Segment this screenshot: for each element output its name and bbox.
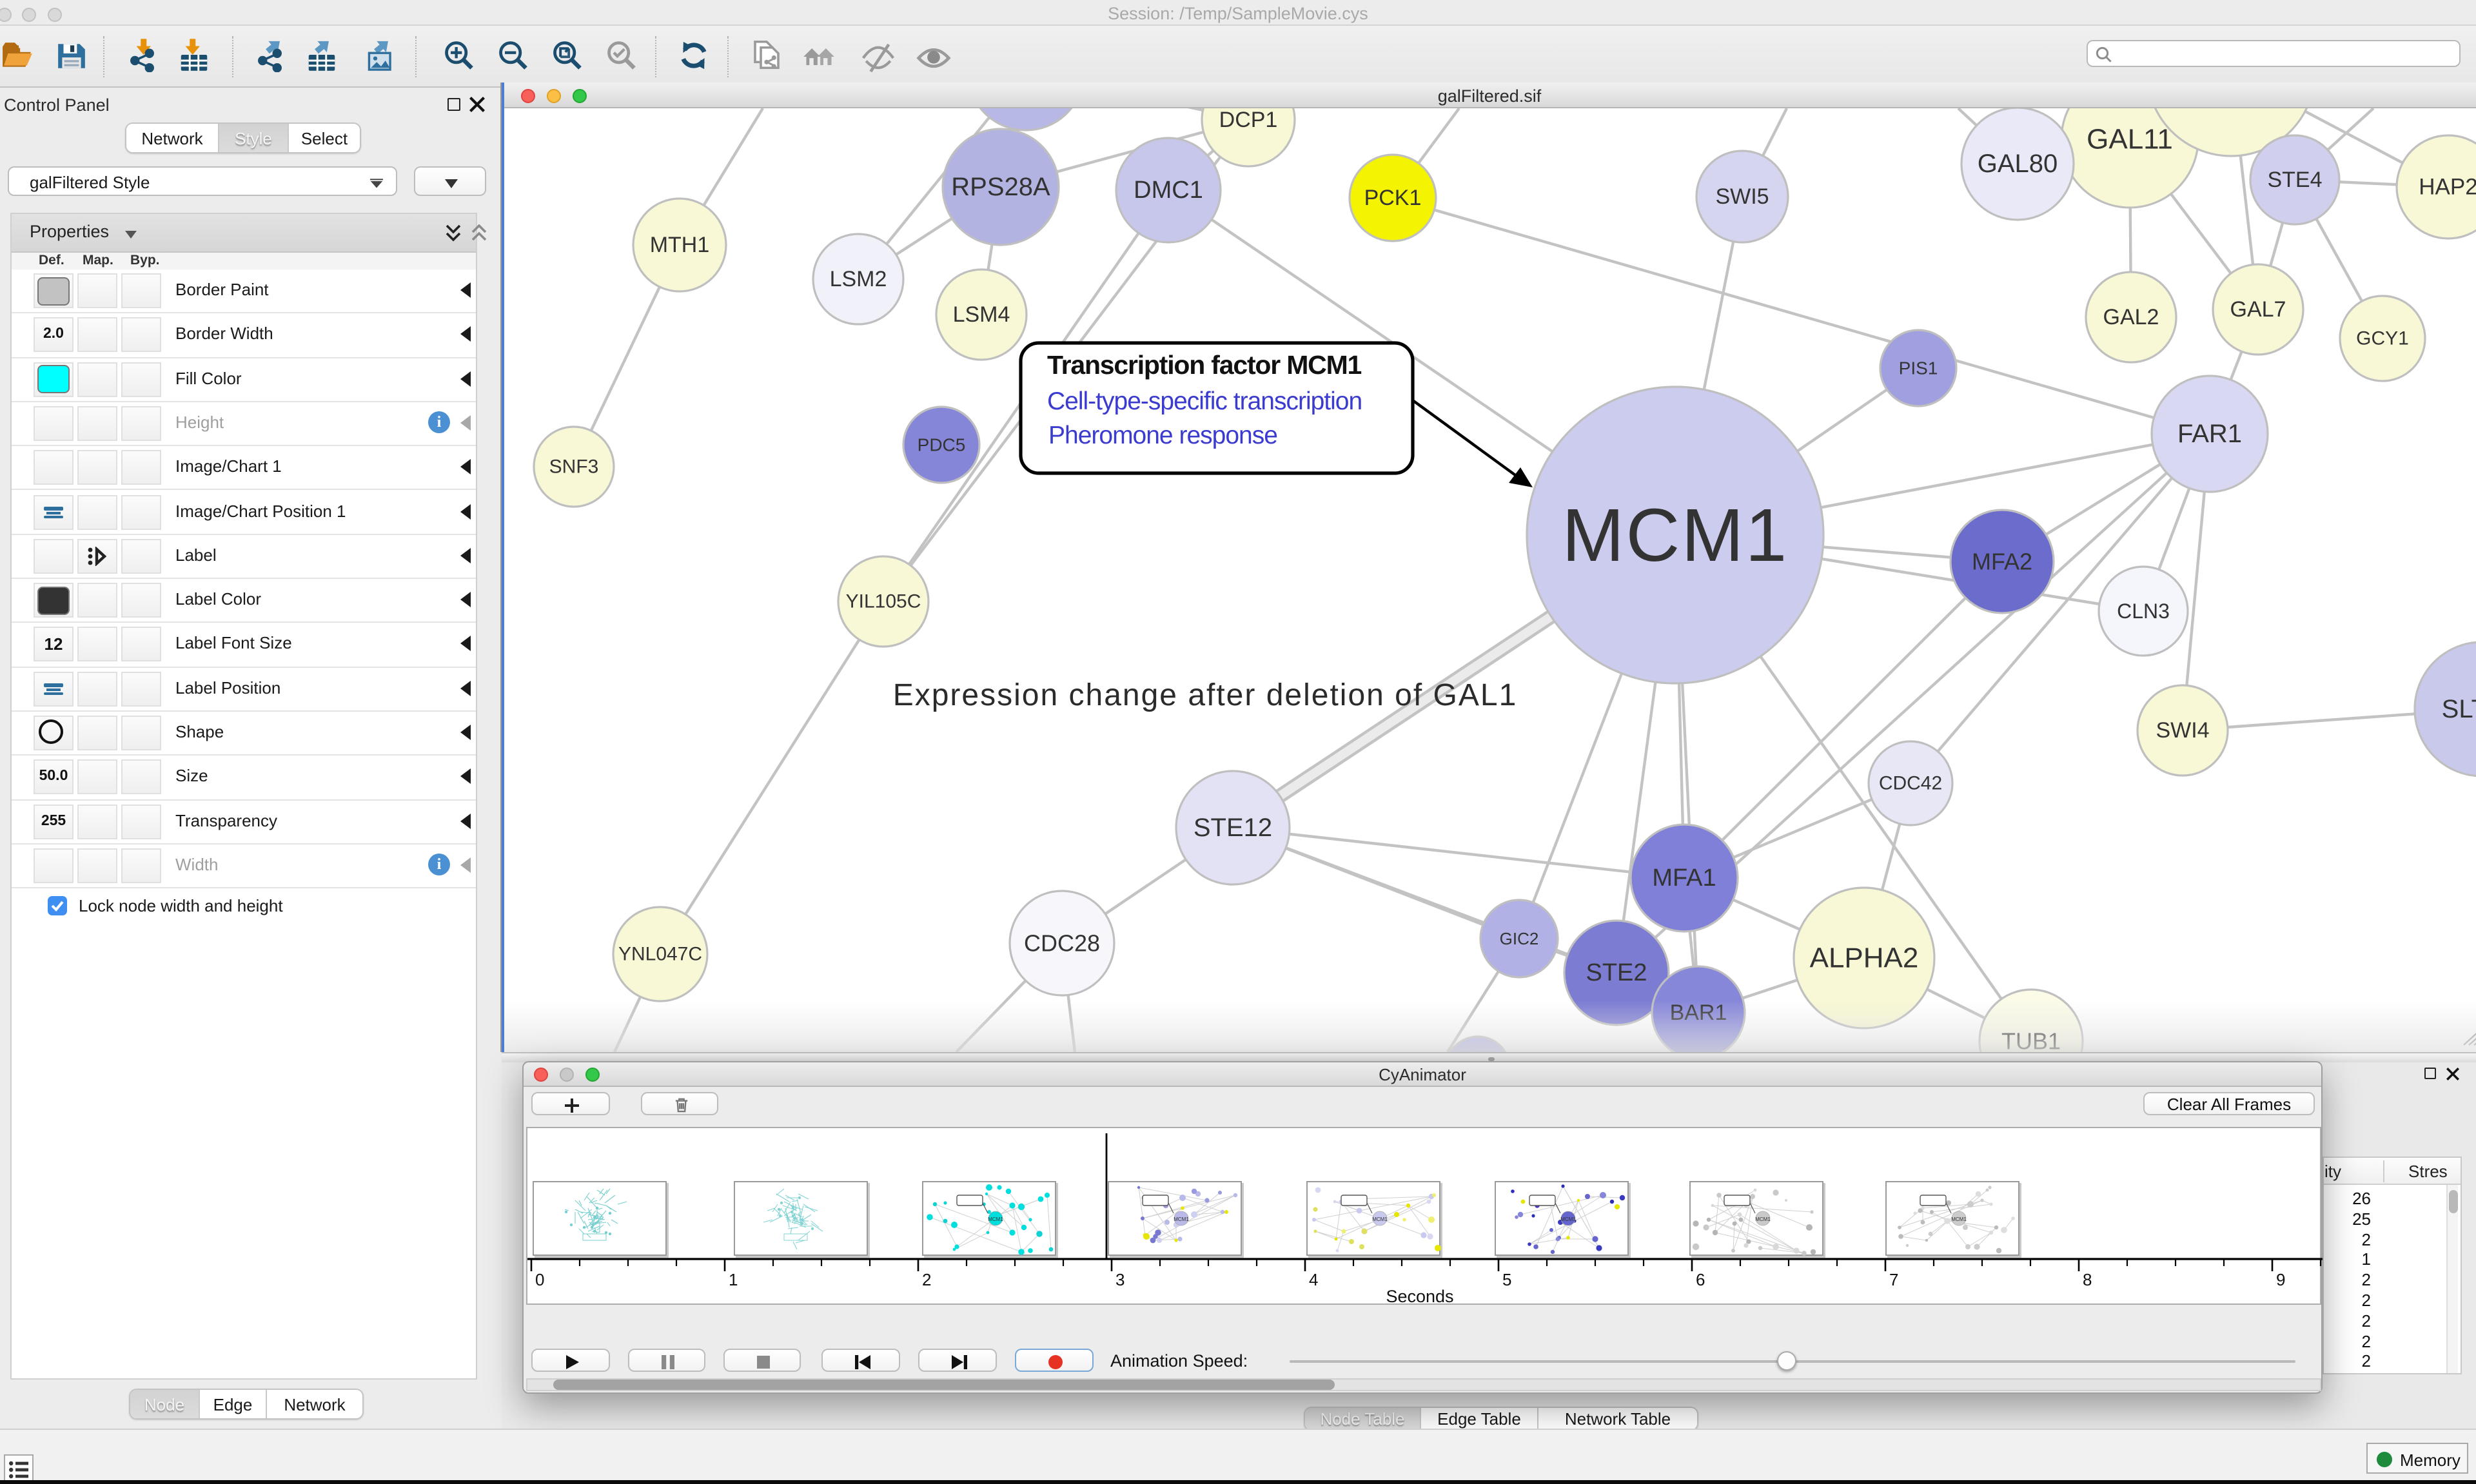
- svg-text:STE12: STE12: [1193, 814, 1272, 842]
- svg-text:HAP2: HAP2: [2418, 175, 2475, 200]
- svg-text:Transcription factor MCM1: Transcription factor MCM1: [1046, 350, 1361, 380]
- svg-text:ALPHA2: ALPHA2: [1809, 942, 1918, 974]
- svg-text:DCP1: DCP1: [1219, 108, 1277, 132]
- svg-text:STE2: STE2: [1585, 959, 1646, 986]
- svg-text:GAL2: GAL2: [2103, 305, 2159, 329]
- svg-text:SNF3: SNF3: [549, 456, 598, 478]
- svg-text:0: 0: [535, 1270, 544, 1289]
- svg-text:YNL047C: YNL047C: [618, 944, 702, 965]
- svg-text:MCM1: MCM1: [1560, 1216, 1575, 1222]
- svg-text:SWI5: SWI5: [1715, 184, 1768, 209]
- svg-text:FAR1: FAR1: [2177, 420, 2241, 448]
- svg-text:LSM4: LSM4: [952, 302, 1010, 327]
- svg-text:MCM1: MCM1: [987, 1216, 1003, 1222]
- svg-text:SWI4: SWI4: [2155, 718, 2208, 743]
- svg-text:LSM2: LSM2: [829, 267, 887, 291]
- svg-text:Cell-type-specific transcripti: Cell-type-specific transcription: [1046, 387, 1361, 415]
- svg-text:YIL105C: YIL105C: [845, 591, 921, 612]
- svg-text:GAL80: GAL80: [1977, 150, 2058, 178]
- svg-text:GAL7: GAL7: [2230, 297, 2286, 322]
- svg-text:2: 2: [922, 1270, 931, 1289]
- svg-text:MCM1: MCM1: [1561, 493, 1787, 577]
- svg-text:CDC42: CDC42: [1878, 773, 1941, 794]
- svg-text:MCM1: MCM1: [1755, 1216, 1771, 1222]
- svg-text:MFA1: MFA1: [1651, 864, 1715, 892]
- svg-text:9: 9: [2276, 1270, 2285, 1289]
- svg-text:Seconds: Seconds: [1386, 1287, 1453, 1306]
- svg-text:6: 6: [1696, 1270, 1705, 1289]
- svg-text:Pheromone response: Pheromone response: [1048, 422, 1277, 449]
- svg-text:8: 8: [2083, 1270, 2092, 1289]
- svg-text:3: 3: [1115, 1270, 1125, 1289]
- svg-text:PCK1: PCK1: [1364, 186, 1421, 210]
- svg-text:GCY1: GCY1: [2355, 328, 2408, 349]
- svg-text:Expression change after deleti: Expression change after deletion of GAL1: [892, 678, 1517, 712]
- svg-text:MCM1: MCM1: [1372, 1216, 1388, 1222]
- svg-text:5: 5: [1502, 1270, 1511, 1289]
- svg-text:PIS1: PIS1: [1898, 358, 1938, 378]
- svg-text:4: 4: [1309, 1270, 1318, 1289]
- svg-text:MCM1: MCM1: [1174, 1216, 1189, 1222]
- svg-text:DMC1: DMC1: [1133, 177, 1203, 204]
- svg-text:GIC2: GIC2: [1499, 929, 1538, 948]
- svg-text:CLN3: CLN3: [2116, 600, 2169, 623]
- svg-text:PDC5: PDC5: [917, 435, 965, 455]
- svg-text:7: 7: [1889, 1270, 1898, 1289]
- svg-text:1: 1: [729, 1270, 738, 1289]
- svg-text:GAL11: GAL11: [2086, 124, 2172, 155]
- svg-text:SLT2: SLT2: [2441, 695, 2475, 723]
- svg-text:CDC28: CDC28: [1023, 930, 1099, 957]
- svg-text:MCM1: MCM1: [1950, 1216, 1966, 1222]
- svg-text:STE4: STE4: [2266, 168, 2321, 192]
- svg-text:MFA2: MFA2: [1971, 549, 2032, 575]
- svg-text:RPS28A: RPS28A: [950, 173, 1050, 201]
- svg-text:MTH1: MTH1: [649, 233, 709, 257]
